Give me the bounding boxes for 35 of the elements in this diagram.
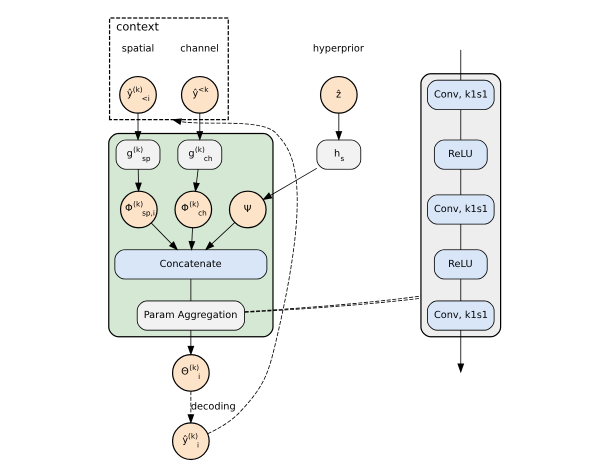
arrow: [334, 113, 342, 141]
connector: [460, 224, 461, 250]
arrow: [192, 169, 200, 192]
edge-label: decoding: [190, 402, 236, 413]
arrow: [150, 222, 178, 251]
arrow: [196, 113, 203, 141]
arrow: [262, 168, 317, 200]
arrow: [188, 228, 195, 251]
arrow: [134, 169, 142, 192]
arrow: [186, 330, 194, 356]
arrow: [186, 390, 194, 424]
node-circle: ŷ$^{<k}$: [180, 76, 218, 114]
node-box: Param Aggregation: [136, 300, 244, 331]
node-label: spatial: [121, 43, 154, 54]
connector: [460, 169, 461, 195]
node-box: ReLU: [433, 249, 488, 280]
node-box: ReLU: [433, 140, 488, 170]
arrow: [134, 113, 141, 141]
node-box: h$_{s}$: [316, 140, 361, 170]
node-box: Concatenate: [114, 249, 267, 280]
arrow: [171, 118, 298, 434]
cluster: [420, 73, 501, 338]
connector: [190, 278, 191, 302]
connector: [460, 49, 461, 80]
node-box: Conv, k1s1: [426, 80, 494, 110]
node-circle: ẑ: [319, 76, 358, 114]
connector: [460, 278, 461, 302]
node-box: Conv, k1s1: [426, 194, 494, 225]
node-box: Conv, k1s1: [426, 300, 494, 331]
node-label: channel: [180, 43, 218, 54]
node-label: hyperprior: [312, 43, 364, 54]
arrow: [456, 330, 464, 374]
connector: [460, 109, 461, 140]
arrow: [204, 222, 234, 250]
node-circle: Ψ: [228, 190, 266, 228]
